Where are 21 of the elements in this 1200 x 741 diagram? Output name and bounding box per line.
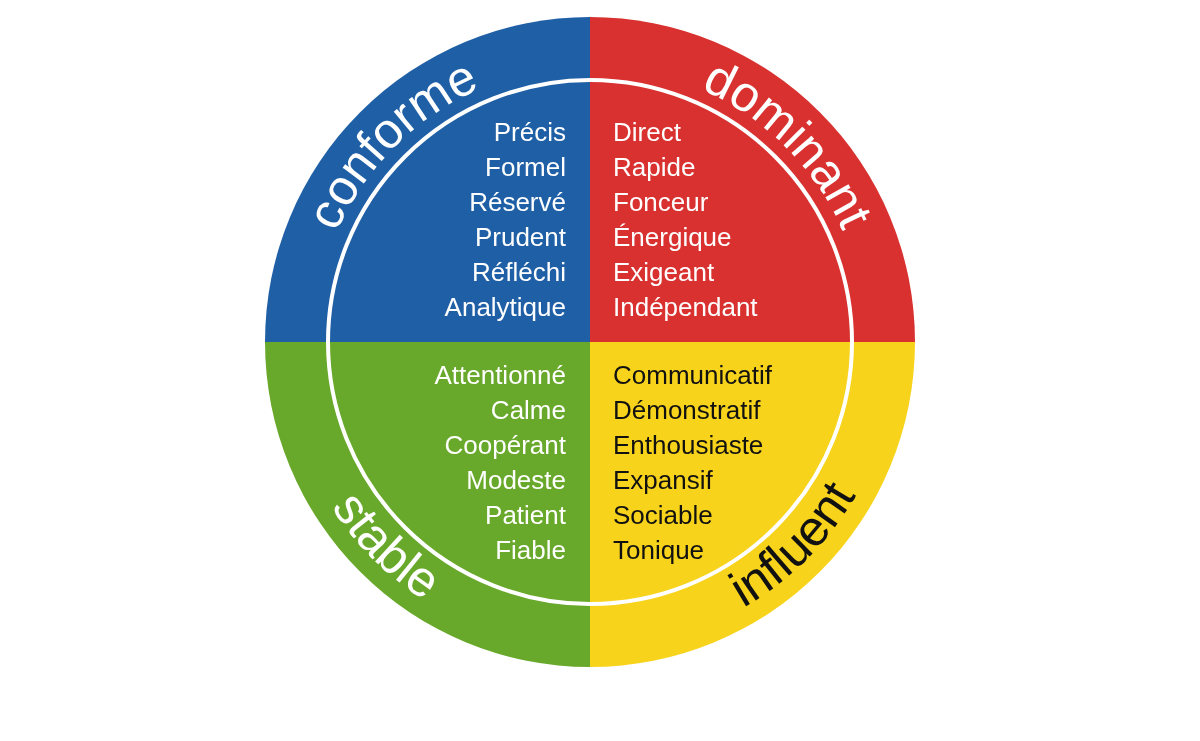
trait-word: Démonstratif bbox=[613, 394, 762, 427]
trait-word: Direct bbox=[613, 116, 682, 149]
trait-word: Attentionné bbox=[434, 359, 566, 392]
trait-word: Prudent bbox=[474, 222, 566, 254]
trait-word: Expansif bbox=[613, 464, 714, 497]
trait-word: Indépendant bbox=[613, 291, 758, 324]
trait-word: Sociable bbox=[613, 499, 714, 532]
trait-word: Fiable bbox=[494, 534, 566, 567]
trait-word: Fonceur bbox=[613, 187, 709, 217]
trait-word: Modeste bbox=[465, 464, 566, 497]
trait-word: Communicatif bbox=[613, 359, 772, 392]
trait-word: Réfléchi bbox=[471, 256, 566, 289]
trait-word: Patient bbox=[484, 499, 566, 532]
trait-word: Analytique bbox=[444, 291, 566, 324]
trait-word: Précis bbox=[492, 116, 566, 149]
trait-word: Calme bbox=[489, 394, 566, 427]
trait-word: Exigeant bbox=[613, 256, 716, 289]
trait-word: Enthousiaste bbox=[613, 429, 765, 462]
trait-word: Rapide bbox=[613, 151, 697, 184]
trait-word: Coopérant bbox=[443, 429, 566, 462]
trait-word: Formel bbox=[484, 151, 566, 184]
